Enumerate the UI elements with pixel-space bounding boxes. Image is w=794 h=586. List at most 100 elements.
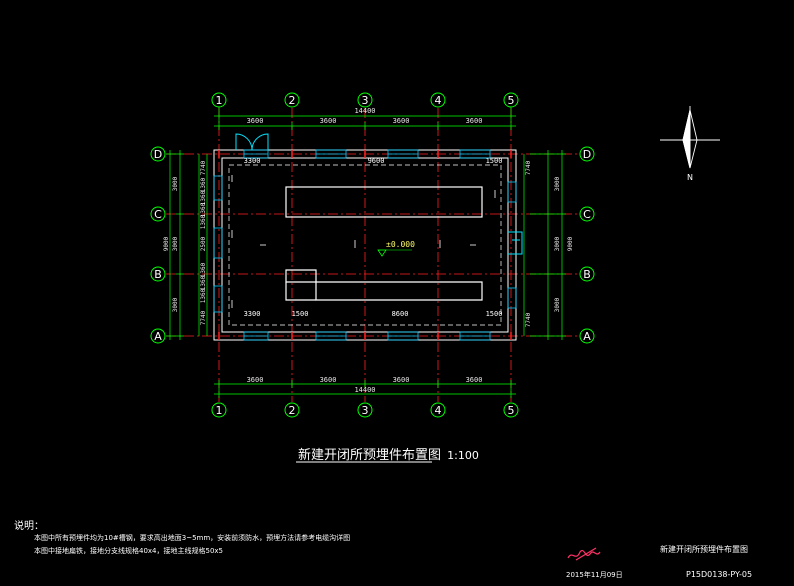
level-mark: ±0.000 — [377, 240, 415, 257]
bubble-left-B — [150, 266, 166, 282]
window-right-1 — [507, 181, 517, 203]
drawing-title: 新建开闭所预埋件布置图 1:100 — [298, 444, 479, 463]
channel-lower-link — [285, 282, 316, 301]
bubble-top-2 — [284, 92, 300, 108]
dim-left-inner-bottom-2: 1360 — [200, 275, 207, 290]
axis-right-D: D — [583, 148, 591, 161]
dim-left-inner-top-5: 1360 — [200, 214, 207, 229]
axis-bottom-3: 3 — [362, 404, 369, 417]
title-block-date: 2015年11月09日 — [566, 571, 623, 579]
room-dim-bottom-1: 3300 — [244, 310, 261, 318]
window-left-3 — [213, 285, 223, 313]
bubble-right-A — [579, 328, 595, 344]
entrance-door — [235, 133, 269, 151]
dim-bottom-total: 14400 — [354, 386, 375, 394]
dim-left-outer-1: 3000 — [172, 176, 179, 191]
embedded-channels — [285, 186, 483, 301]
axis-bubble-labels: 1 2 3 4 5 1 2 3 4 5 D C B A D C B A — [154, 94, 591, 417]
dim-right-outer-2: 3000 — [554, 236, 561, 251]
dim-left-inner-bottom-4: 7740 — [200, 310, 207, 325]
channel-upper — [285, 186, 483, 218]
dim-top-span-1: 3600 — [247, 117, 264, 125]
dim-left-outer-3: 3000 — [172, 297, 179, 312]
bubble-bottom-2 — [284, 402, 300, 418]
axis-top-5: 5 — [508, 94, 515, 107]
axis-top-4: 4 — [435, 94, 442, 107]
level-text: ±0.000 — [386, 240, 415, 249]
window-left-1 — [213, 175, 223, 201]
room-dim-top-1: 3300 — [244, 157, 261, 165]
dimension-texts-vertical: 3000 3000 3000 9000 7740 1360 1360 1360 … — [163, 160, 574, 327]
axis-top-2: 2 — [289, 94, 296, 107]
dim-right-inner-top: 7740 — [525, 160, 532, 175]
axis-bottom-5: 5 — [508, 404, 515, 417]
axis-right-C: C — [583, 208, 591, 221]
dim-right-outer-1: 3000 — [554, 176, 561, 191]
bubble-bottom-5 — [503, 402, 519, 418]
dim-left-outer-2: 3000 — [172, 236, 179, 251]
axis-top-3: 3 — [362, 94, 369, 107]
dim-top-span-4: 3600 — [466, 117, 483, 125]
axis-right-B: B — [583, 268, 591, 281]
notes-heading: 说明： — [14, 521, 44, 532]
dim-bottom-span-3: 3600 — [393, 376, 410, 384]
drawing-scale: 1:100 — [447, 449, 479, 462]
dim-top-span-3: 3600 — [393, 117, 410, 125]
notes-line-1: 本图中所有预埋件均为10#槽钢，要求高出地面3~5mm，安装前须防水，预埋方法请… — [34, 534, 351, 542]
dim-left-mid: 2500 — [200, 236, 207, 251]
bubble-top-3 — [357, 92, 373, 108]
bubble-top-4 — [430, 92, 446, 108]
title-block-drawing-no: P15D0138-PY-05 — [686, 570, 753, 579]
dim-top-span-2: 3600 — [320, 117, 337, 125]
room-dim-top-2: 9600 — [368, 157, 385, 165]
bubble-right-B — [579, 266, 595, 282]
dim-right-inner-bottom: 7740 — [525, 312, 532, 327]
dim-right-total: 9000 — [567, 236, 574, 251]
dim-bottom-span-2: 3600 — [320, 376, 337, 384]
side-door — [508, 231, 523, 255]
bubble-left-C — [150, 206, 166, 222]
dim-bottom-span-1: 3600 — [247, 376, 264, 384]
axis-right-A: A — [583, 330, 591, 343]
dim-right-outer-3: 3000 — [554, 297, 561, 312]
axis-top-1: 1 — [216, 94, 223, 107]
dim-bottom-span-4: 3600 — [466, 376, 483, 384]
dim-left-inner-top-2: 1360 — [200, 177, 207, 192]
dim-left-total: 9000 — [163, 236, 170, 251]
column-axis-bubbles — [150, 92, 595, 418]
dim-left-inner-top-1: 7740 — [200, 160, 207, 175]
room-dim-top-3: 1500 — [486, 157, 503, 165]
bubble-right-C — [579, 206, 595, 222]
dim-left-inner-top-3: 1360 — [200, 190, 207, 205]
dimension-lines — [166, 107, 566, 398]
dim-left-inner-top-4: 1360 — [200, 202, 207, 217]
axis-bottom-2: 2 — [289, 404, 296, 417]
room-dim-bottom-4: 1500 — [486, 310, 503, 318]
drawing-title-text: 新建开闭所预埋件布置图 — [298, 448, 442, 463]
notes-line-2: 本图中接地扁铁，接地分支线规格40x4，接地主线规格50x5 — [34, 547, 224, 555]
north-label: N — [687, 173, 693, 182]
bubble-bottom-1 — [211, 402, 227, 418]
room-dim-bottom-3: 8600 — [392, 310, 409, 318]
dimension-texts: 14400 3600 3600 3600 3600 3600 3600 3600… — [247, 107, 483, 394]
interior-ticks — [231, 175, 496, 308]
column-markers — [218, 150, 512, 340]
dim-top-total: 14400 — [354, 107, 375, 115]
axis-lines — [166, 108, 580, 402]
bubble-bottom-4 — [430, 402, 446, 418]
axis-left-A: A — [154, 330, 162, 343]
axis-left-D: D — [154, 148, 162, 161]
channel-lower-stub — [285, 269, 317, 283]
axis-left-B: B — [154, 268, 162, 281]
axis-left-C: C — [154, 208, 162, 221]
axis-bottom-1: 1 — [216, 404, 223, 417]
channel-lower — [315, 281, 483, 301]
windows — [213, 149, 517, 341]
ground-line — [228, 164, 502, 326]
axis-bottom-4: 4 — [435, 404, 442, 417]
dim-left-inner-bottom-3: 1360 — [200, 288, 207, 303]
window-right-2 — [507, 287, 517, 309]
bubble-right-D — [579, 146, 595, 162]
